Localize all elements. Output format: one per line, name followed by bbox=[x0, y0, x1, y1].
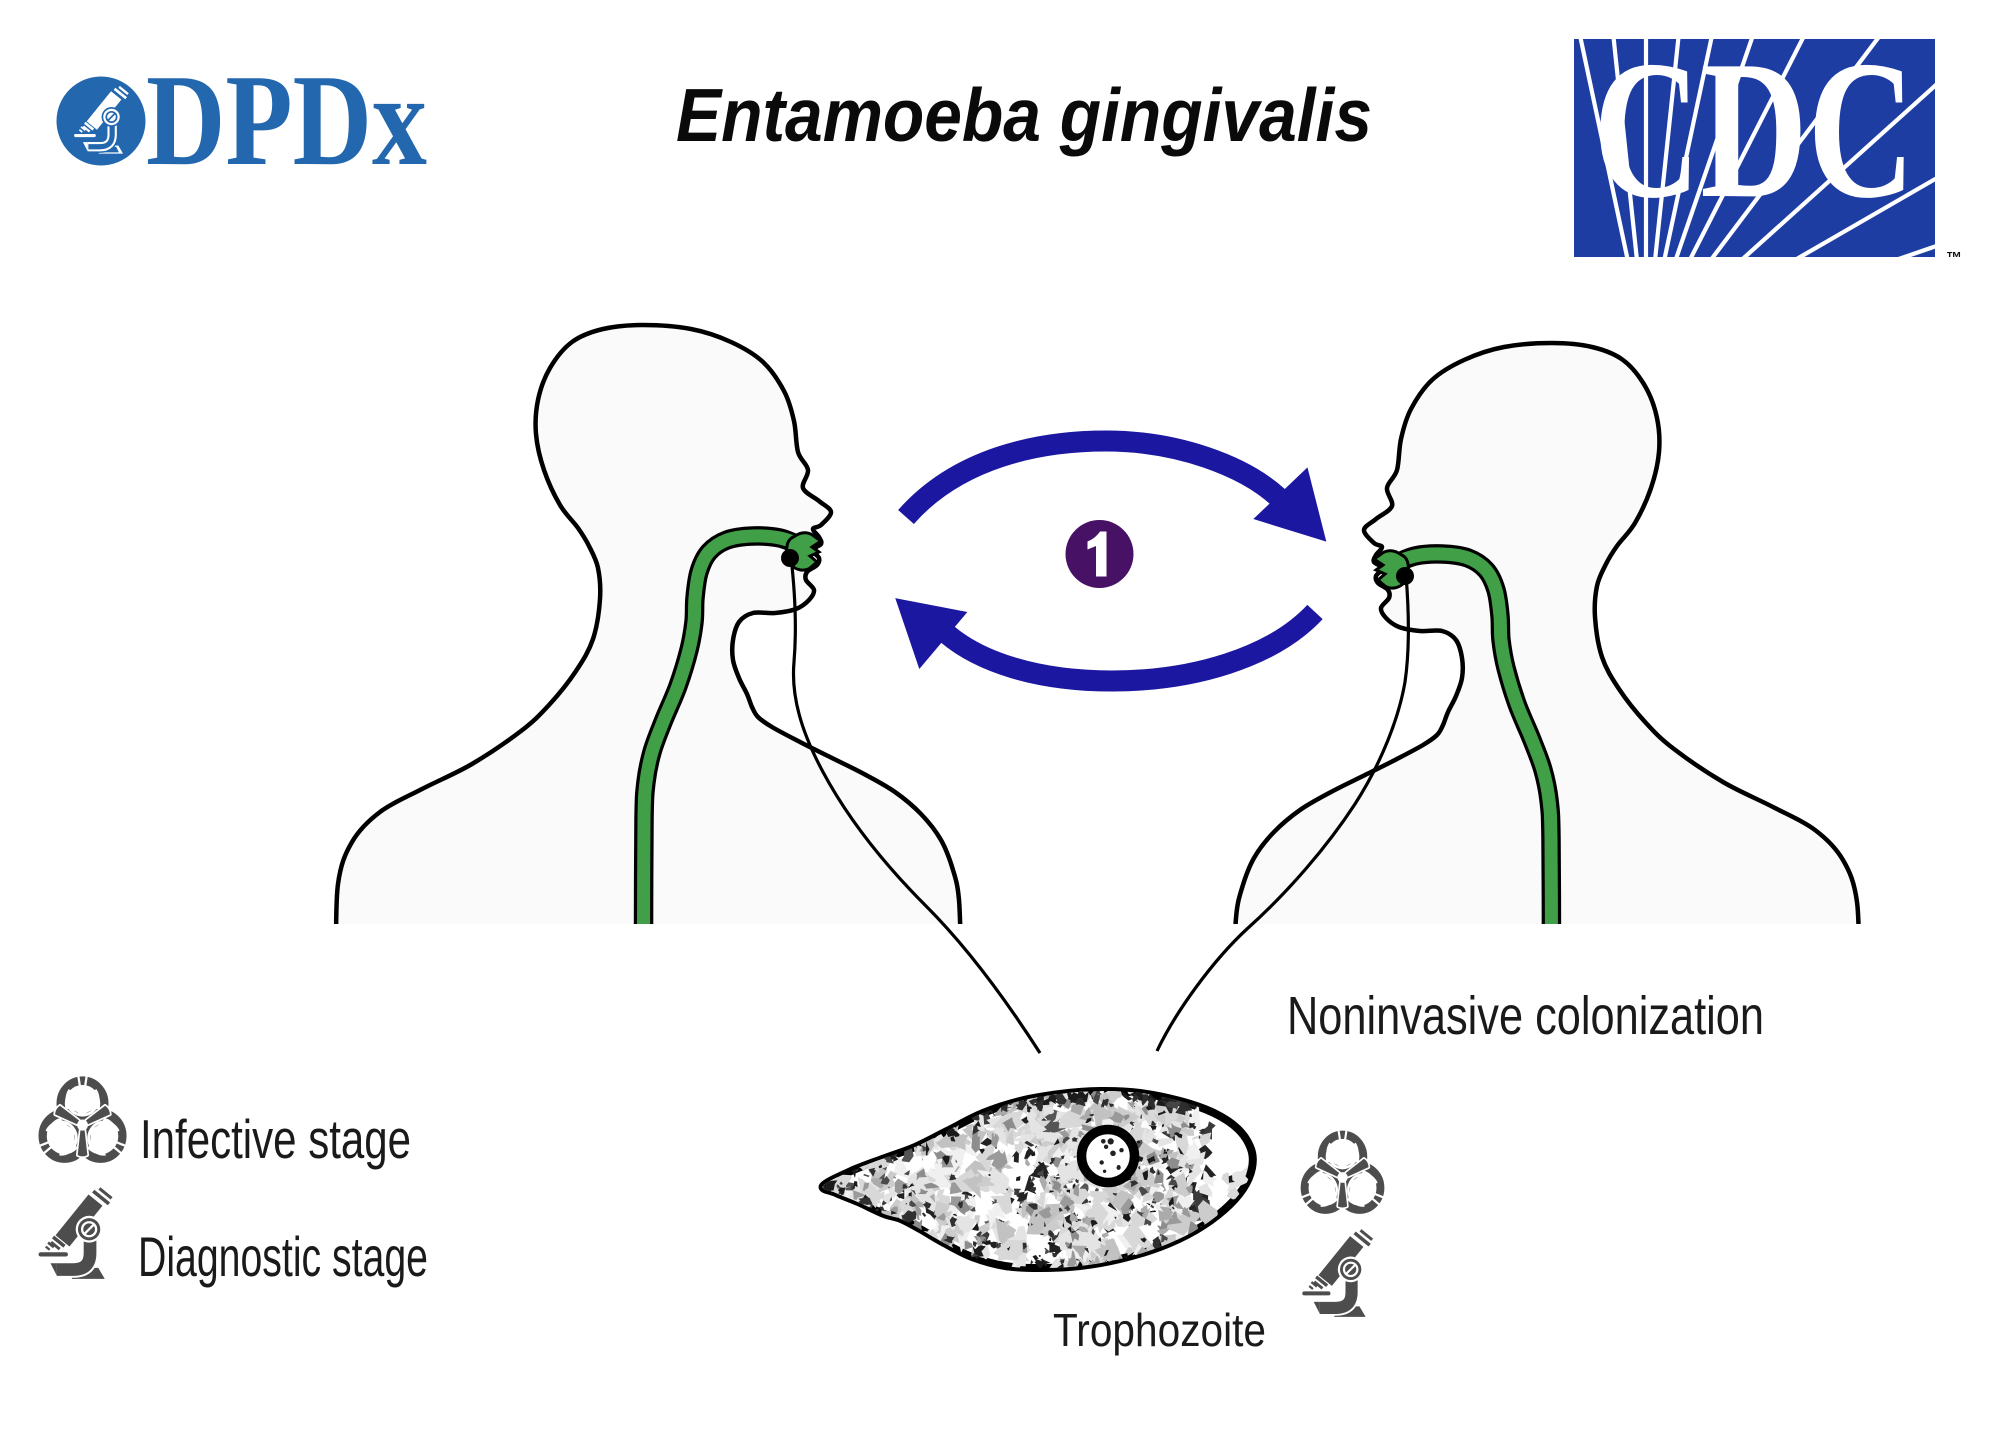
svg-text:Trophozoite: Trophozoite bbox=[1053, 1304, 1266, 1356]
svg-text:Infective stage: Infective stage bbox=[140, 1108, 411, 1170]
svg-text:Entamoeba gingivalis: Entamoeba gingivalis bbox=[676, 73, 1372, 157]
svg-text:Diagnostic stage: Diagnostic stage bbox=[138, 1225, 428, 1288]
svg-text:Noninvasive colonization: Noninvasive colonization bbox=[1287, 986, 1764, 1046]
svg-text:CDC: CDC bbox=[1593, 20, 1915, 239]
svg-text:DPDx: DPDx bbox=[146, 48, 427, 193]
svg-text:™: ™ bbox=[1946, 250, 1962, 267]
